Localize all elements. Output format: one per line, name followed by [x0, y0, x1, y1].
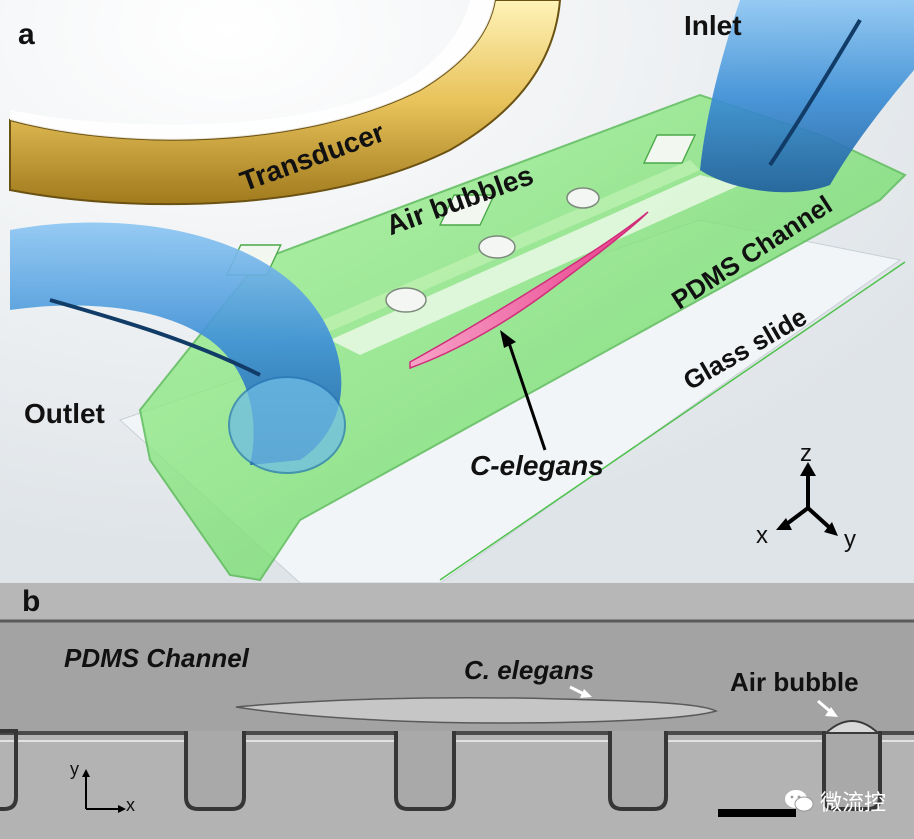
wechat-icon — [784, 790, 814, 812]
transducer — [9, 0, 562, 206]
inlet-tube — [700, 0, 914, 193]
scale-bar — [718, 809, 796, 817]
pdms-channel-label-b: PDMS Channel — [64, 643, 249, 673]
outlet-label: Outlet — [24, 398, 105, 429]
panel-a: a Inlet Transducer Air bubbles PDMS Chan… — [0, 0, 914, 583]
air-bubbles — [385, 187, 600, 313]
inlet-label: Inlet — [684, 10, 742, 41]
device-illustration — [0, 0, 914, 583]
c-elegans-micrograph — [235, 696, 719, 724]
panel-a-letter: a — [18, 18, 35, 51]
outlet-tube — [10, 222, 346, 474]
x-axis-label-b: x — [126, 795, 135, 815]
y-axis-label: y — [844, 526, 856, 553]
c-elegans-label: C-elegans — [470, 450, 604, 481]
panel-b: b PDMS Channel C. elegans Air bubble y x… — [0, 583, 914, 839]
c-elegans-arrow — [506, 339, 547, 451]
watermark-text: 微流控 — [819, 790, 886, 815]
air-bubble — [823, 720, 881, 734]
side-chambers — [0, 729, 882, 811]
watermark: 微流控 — [784, 785, 886, 817]
c-elegans-label-b: C. elegans — [464, 655, 595, 685]
c-elegans-worm — [409, 211, 649, 370]
micrograph — [0, 583, 914, 839]
air-bubble-label: Air bubble — [730, 667, 859, 697]
axes-glyph-b — [82, 769, 126, 813]
x-axis-label: x — [756, 522, 768, 549]
z-axis-label: z — [800, 440, 812, 467]
panel-b-letter: b — [22, 585, 41, 618]
glass-slide-edge — [439, 261, 906, 581]
axes-glyph — [776, 462, 838, 536]
y-axis-label-b: y — [70, 759, 79, 779]
